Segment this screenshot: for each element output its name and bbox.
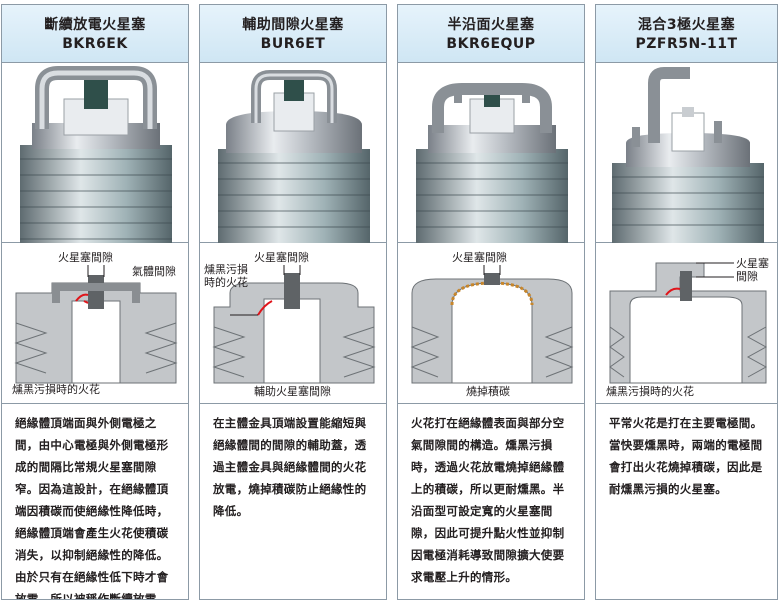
label-aux-gap: 輔助火星塞間隙 [254, 385, 331, 398]
column-bkr6equp: 半沿面火星塞 BKR6EQUP [397, 4, 585, 600]
spark-plug-illustration [416, 83, 568, 243]
column-pzfr5n-11t: 混合3極火星塞 PZFR5N-11T [595, 4, 778, 600]
gap-cross-section [410, 265, 574, 384]
plug-photo [398, 63, 584, 243]
gap-cross-section [14, 265, 178, 384]
column-header: 混合3極火星塞 PZFR5N-11T [596, 5, 777, 63]
gap-diagram: 火星塞間隙 燻黑污損時的火花 [596, 243, 777, 404]
gap-diagram: 火星塞間隙 燒掉積碳 [398, 243, 584, 404]
gap-cross-section [609, 262, 768, 384]
plug-model: BKR6EK [62, 36, 128, 52]
plug-description: 火花打在絕緣體表面與部分空氣間隙間的構造。燻黑污損時，透過火花放電燒掉絕緣體上的… [398, 404, 584, 599]
plug-description: 絕緣體頂端面與外側電極之間，由中心電極與外側電極形成的間隔比常規火星塞間隙窄。因… [2, 404, 188, 599]
plug-photo [2, 63, 188, 243]
plug-type-title: 輔助間隙火星塞 [242, 17, 344, 33]
label-air-gap: 氣體間隙 [132, 265, 176, 278]
gap-diagram: 火星塞間隙 燻黑污損時的火花 輔助火星塞間隙 [200, 243, 386, 404]
plug-photo [200, 63, 386, 243]
spark-plug-illustration [218, 70, 370, 243]
label-plug-gap: 火星塞間隙 [58, 251, 113, 264]
label-fouled-spark: 燻黑污損時的火花 [606, 385, 694, 398]
label-fouled-spark: 燻黑污損時的火花 [12, 383, 100, 396]
plug-type-title: 斷續放電火星塞 [44, 17, 146, 33]
plug-type-title: 混合3極火星塞 [637, 17, 736, 33]
spark-plug-illustration [612, 67, 764, 243]
plug-photo [596, 63, 777, 243]
label-plug-gap: 火星塞間隙 [736, 257, 769, 283]
plug-model: PZFR5N-11T [635, 36, 738, 52]
column-bkr6ek: 斷續放電火星塞 BKR6EK [1, 4, 189, 600]
plug-description: 平常火花是打在主要電極間。當快要燻黑時，兩端的電極間會打出火花燒掉積碳，因此是耐… [596, 404, 777, 599]
label-fouled-spark: 燻黑污損時的火花 [204, 263, 248, 289]
column-header: 輔助間隙火星塞 BUR6ET [200, 5, 386, 63]
plug-model: BKR6EQUP [446, 36, 536, 52]
column-header: 半沿面火星塞 BKR6EQUP [398, 5, 584, 63]
gap-diagram: 火星塞間隙 氣體間隙 燻黑污損時的火花 [2, 243, 188, 404]
column-bur6et: 輔助間隙火星塞 BUR6ET [199, 4, 387, 600]
plug-type-title: 半沿面火星塞 [447, 17, 535, 33]
spark-plug-illustration [20, 66, 172, 243]
gap-cross-section [212, 265, 376, 384]
plug-model: BUR6ET [260, 36, 326, 52]
plug-description: 在主體金具頂端設置能縮短與絕緣體間的間隙的輔助蓋，透過主體金具與絕緣體間的火花放… [200, 404, 386, 599]
label-plug-gap: 火星塞間隙 [452, 251, 507, 264]
label-plug-gap: 火星塞間隙 [254, 251, 309, 264]
column-header: 斷續放電火星塞 BKR6EK [2, 5, 188, 63]
label-burn-carbon: 燒掉積碳 [466, 385, 510, 398]
